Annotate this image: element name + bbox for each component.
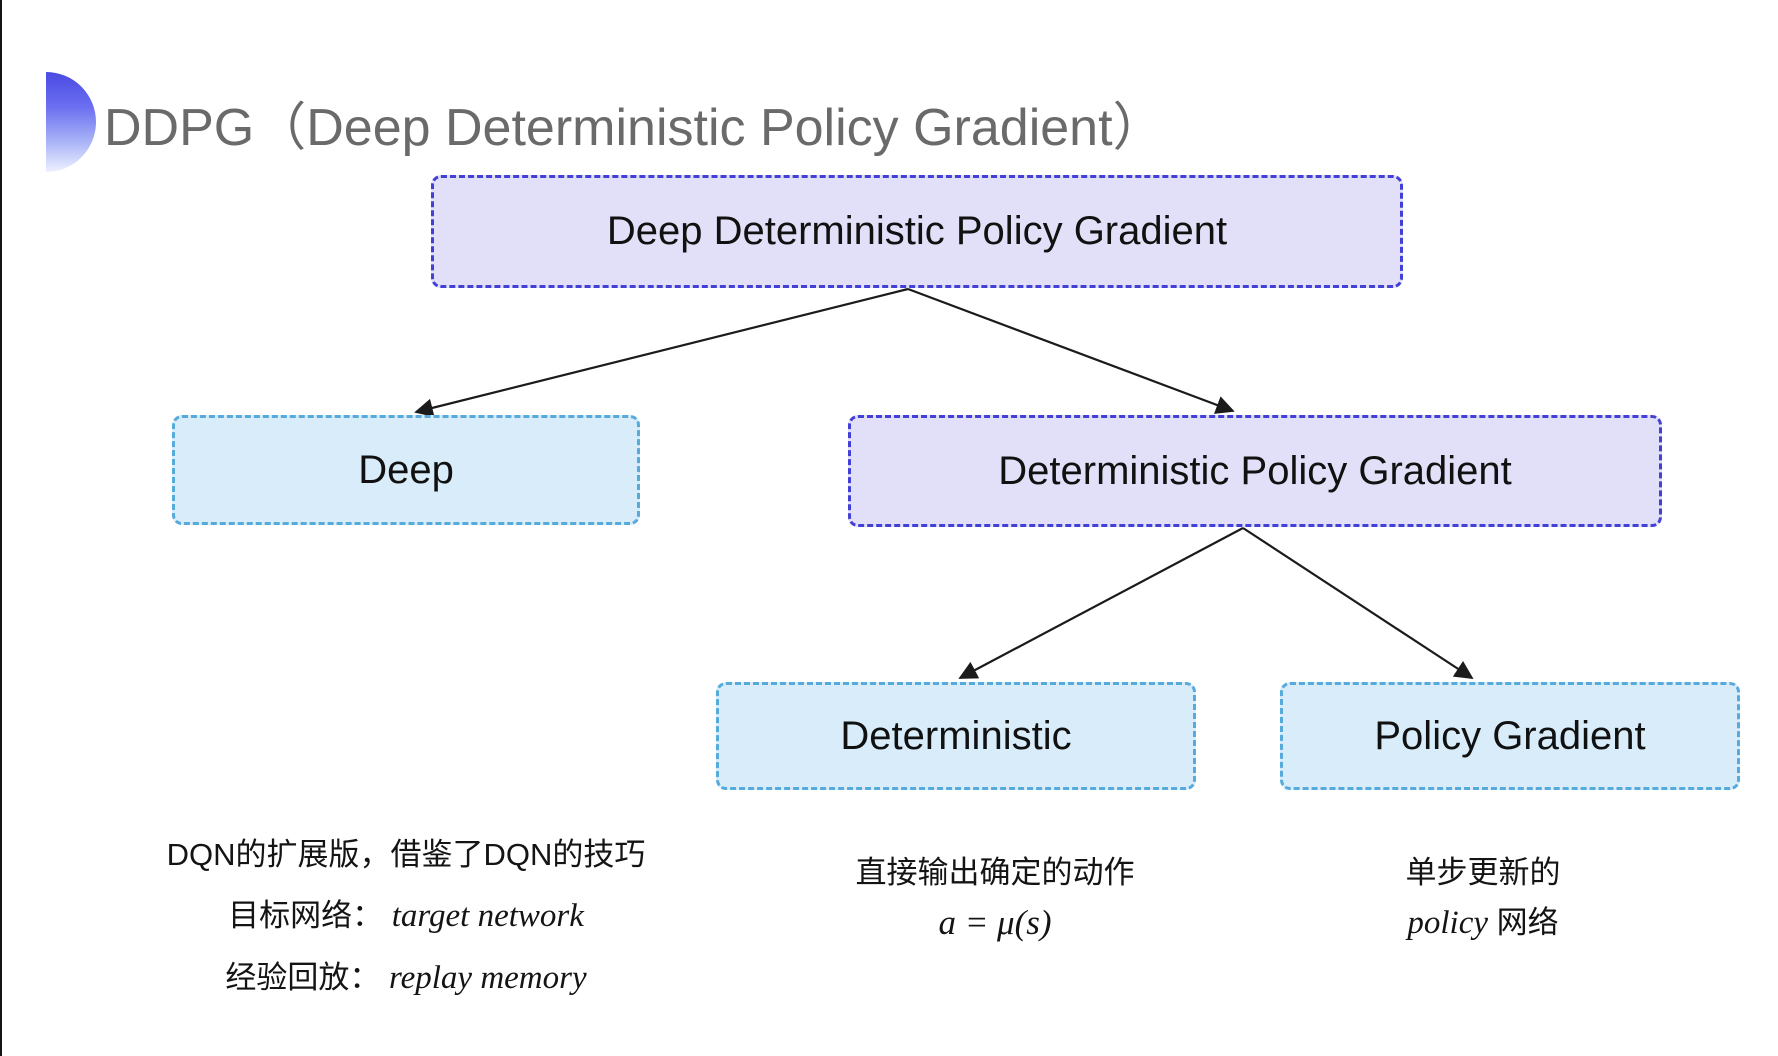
note-policy-gradient-suffix: 网络 xyxy=(1488,905,1559,940)
note-policy-gradient-line1: 单步更新的 xyxy=(1405,855,1561,890)
bullet-half-circle-icon xyxy=(46,72,96,172)
page-title: DDPG（Deep Deterministic Policy Gradient） xyxy=(104,99,1165,157)
tree-node-deterministic-policy-gradient: Deterministic Policy Gradient xyxy=(848,415,1662,527)
note-deterministic-details: 直接输出确定的动作 a = μ(s) xyxy=(856,848,1135,948)
arrow-dpg-to-policy-gradient xyxy=(1242,527,1474,680)
tree-node-policy-gradient-label: Policy Gradient xyxy=(1374,713,1646,758)
note-policy-gradient-details: 单步更新的 policy 网络 xyxy=(1406,848,1561,948)
note-deep-line3-term: replay memory xyxy=(388,960,587,996)
tree-node-deterministic: Deterministic xyxy=(716,682,1196,790)
tree-node-dpg-label: Deterministic Policy Gradient xyxy=(998,448,1512,493)
note-policy-gradient-line2: policy 网络 xyxy=(1406,898,1561,948)
tree-node-policy-gradient: Policy Gradient xyxy=(1280,682,1740,790)
tree-node-root-label: Deep Deterministic Policy Gradient xyxy=(606,209,1228,253)
arrow-root-to-dpg xyxy=(907,287,1235,414)
tree-node-deep: Deep xyxy=(172,415,640,525)
note-policy-gradient-term: policy xyxy=(1407,905,1488,941)
arrow-root-to-deep xyxy=(414,287,909,417)
window-left-border xyxy=(0,0,2,1056)
tree-node-deep-label: Deep xyxy=(358,447,454,492)
note-deep-line3-label: 经验回放： xyxy=(225,960,381,995)
tree-node-deterministic-label: Deterministic xyxy=(840,713,1072,758)
note-deterministic-formula: a = μ(s) xyxy=(938,903,1052,942)
arrow-dpg-to-deterministic xyxy=(958,527,1244,679)
note-deep-line2-label: 目标网络： xyxy=(228,898,384,933)
note-deep-line3: 经验回放： replay memory xyxy=(167,947,646,1009)
note-deep-details: DQN的扩展版，借鉴了DQN的技巧 目标网络： target network 经… xyxy=(167,824,646,1009)
tree-node-root: Deep Deterministic Policy Gradient xyxy=(431,175,1403,288)
note-deep-line1: DQN的扩展版，借鉴了DQN的技巧 xyxy=(166,837,646,872)
note-deep-line2: 目标网络： target network xyxy=(167,885,646,947)
note-deterministic-line1: 直接输出确定的动作 xyxy=(855,855,1135,890)
note-deep-line2-term: target network xyxy=(391,898,584,934)
